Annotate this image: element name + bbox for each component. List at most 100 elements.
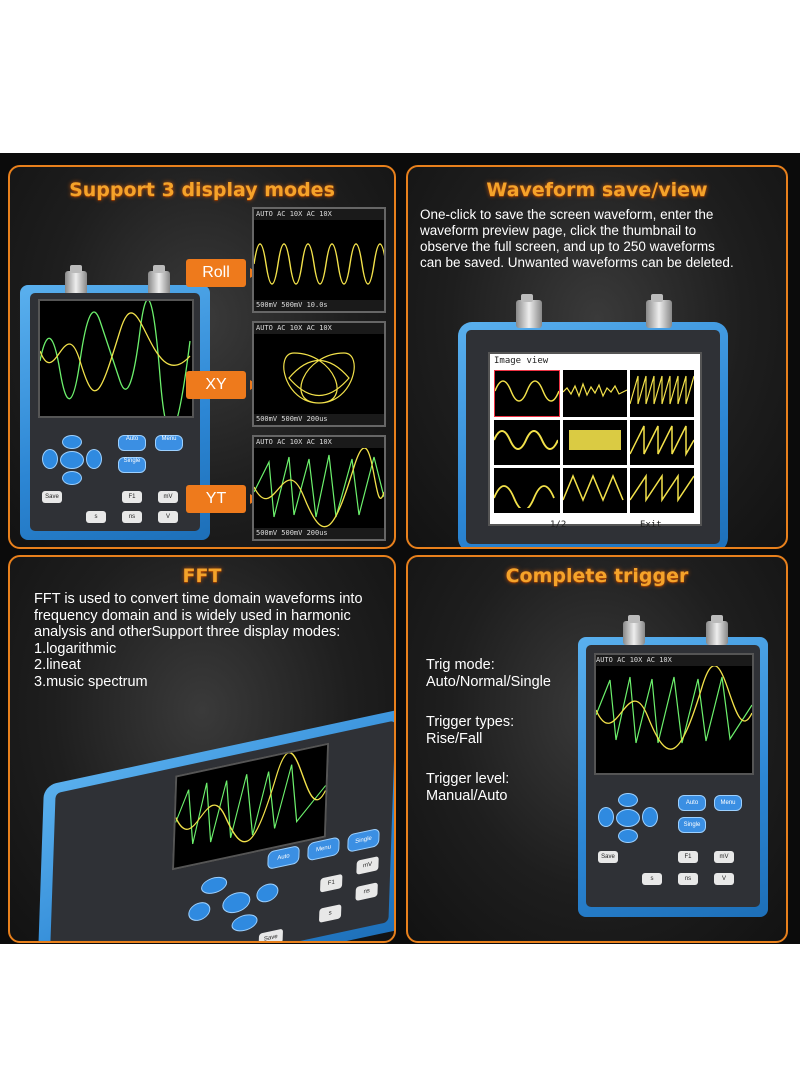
display-modes-panel: Support 3 display modes Auto Menu bbox=[8, 165, 396, 549]
fft-title: FFT bbox=[182, 565, 222, 587]
ns-key[interactable]: ns bbox=[122, 511, 142, 523]
nav-up-button[interactable] bbox=[62, 435, 82, 449]
trig-level-label: Trigger level: bbox=[426, 771, 510, 787]
ns-key[interactable]: ns bbox=[355, 882, 378, 902]
waveform-thumbnail-grid bbox=[493, 370, 695, 513]
s-key[interactable]: s bbox=[318, 904, 342, 923]
device-face: AUTO AC 10X AC 10X Auto Menu Single Save… bbox=[586, 645, 760, 907]
bnc-connector-icon bbox=[706, 615, 728, 645]
ok-button[interactable] bbox=[616, 809, 640, 827]
scope-top-bar: AUTO AC 10X AC 10X bbox=[254, 437, 384, 448]
bnc-connector-icon bbox=[646, 294, 672, 328]
exit-label[interactable]: Exit bbox=[640, 520, 662, 530]
oscilloscope-device: AUTO AC 10X AC 10X Auto Menu Single Save… bbox=[578, 615, 768, 917]
save-key[interactable]: Save bbox=[258, 928, 284, 941]
ok-button[interactable] bbox=[60, 451, 84, 469]
yt-mode-screen: AUTO AC 10X AC 10X 500mV 500mV 200us bbox=[252, 435, 386, 541]
xy-lissajous bbox=[283, 352, 355, 404]
waveform-thumbnail[interactable] bbox=[494, 370, 560, 417]
nav-right-button[interactable] bbox=[256, 881, 279, 905]
single-key[interactable]: Single bbox=[678, 817, 706, 833]
save-key[interactable]: Save bbox=[598, 851, 618, 863]
auto-key[interactable]: Auto bbox=[118, 435, 146, 451]
nav-left-button[interactable] bbox=[42, 449, 58, 469]
trigger-title: Complete trigger bbox=[505, 565, 689, 587]
bnc-connector-icon bbox=[516, 294, 542, 328]
trig-level-value: Manual/Auto bbox=[426, 787, 508, 804]
v-key[interactable]: V bbox=[714, 873, 734, 885]
device-screen bbox=[38, 299, 194, 432]
save-key[interactable]: Save bbox=[42, 491, 62, 503]
scope-top-bar: AUTO AC 10X AC 10X bbox=[596, 655, 752, 666]
nav-right-button[interactable] bbox=[86, 449, 102, 469]
fft-text: FFT is used to convert time domain wavef… bbox=[34, 591, 363, 690]
image-view-screen: Image view 1/2 Exit bbox=[488, 352, 702, 530]
nav-left-button[interactable] bbox=[598, 807, 614, 827]
scope-top-bar: AUTO AC 10X AC 10X bbox=[254, 323, 384, 334]
waveform-thumbnail[interactable] bbox=[629, 468, 695, 513]
nav-up-button[interactable] bbox=[200, 874, 228, 897]
bnc-connector-icon bbox=[148, 265, 170, 295]
waveform-thumbnail[interactable] bbox=[493, 468, 560, 513]
menu-key[interactable]: Menu bbox=[714, 795, 742, 811]
product-collage: Support 3 display modes Auto Menu bbox=[0, 153, 800, 944]
mv-key[interactable]: mV bbox=[356, 856, 379, 875]
waveform-save-title: Waveform save/view bbox=[486, 179, 708, 201]
f1-key[interactable]: F1 bbox=[319, 873, 343, 893]
oscilloscope-device: Image view 1/2 Exit bbox=[458, 294, 728, 547]
scope-bottom-bar: 500mV 500mV 200us bbox=[254, 414, 384, 425]
bnc-connector-icon bbox=[65, 265, 87, 295]
yt-waveform bbox=[254, 447, 384, 528]
yt-mode-badge: YT bbox=[186, 485, 258, 513]
waveform-save-panel: Waveform save/view One-click to save the… bbox=[406, 165, 788, 549]
waveform-thumbnail[interactable] bbox=[629, 420, 695, 465]
xy-mode-badge: XY bbox=[186, 371, 258, 399]
nav-up-button[interactable] bbox=[618, 793, 638, 807]
nav-right-button[interactable] bbox=[642, 807, 658, 827]
nav-down-button[interactable] bbox=[231, 912, 258, 934]
trigger-panel: Complete trigger Trig mode: Auto/Normal/… bbox=[406, 555, 788, 943]
waveform-thumbnail[interactable] bbox=[629, 370, 695, 417]
oscilloscope-device: Auto Menu Single Save F1 mV s ns V bbox=[20, 265, 210, 540]
ns-key[interactable]: ns bbox=[678, 873, 698, 885]
auto-key[interactable]: Auto bbox=[678, 795, 706, 811]
display-modes-title: Support 3 display modes bbox=[69, 179, 335, 201]
image-view-title: Image view bbox=[494, 356, 549, 366]
ok-button[interactable] bbox=[221, 889, 251, 916]
single-key[interactable]: Single bbox=[347, 827, 380, 853]
trig-mode-value: Auto/Normal/Single bbox=[426, 673, 551, 690]
waveform-thumbnail[interactable] bbox=[562, 370, 628, 417]
device-face: Auto Menu Single Save F1 mV s ns V bbox=[30, 293, 200, 531]
mv-key[interactable]: mV bbox=[714, 851, 734, 863]
roll-mode-badge: Roll bbox=[186, 259, 258, 287]
nav-down-button[interactable] bbox=[62, 471, 82, 485]
f1-key[interactable]: F1 bbox=[122, 491, 142, 503]
s-key[interactable]: s bbox=[642, 873, 662, 885]
device-screen: AUTO AC 10X AC 10X bbox=[594, 653, 754, 775]
waveform-thumbnail[interactable] bbox=[563, 420, 627, 465]
s-key[interactable]: s bbox=[86, 511, 106, 523]
trigger-details: Trig mode: Auto/Normal/Single Trigger ty… bbox=[426, 657, 596, 804]
menu-key[interactable]: Menu bbox=[155, 435, 183, 451]
waveform-thumbnail[interactable] bbox=[493, 420, 560, 465]
roll-waveform bbox=[254, 243, 384, 285]
nav-down-button[interactable] bbox=[618, 829, 638, 843]
scope-bottom-bar: 500mV 500mV 200us bbox=[254, 528, 384, 539]
mv-key[interactable]: mV bbox=[158, 491, 178, 503]
trig-type-label: Trigger types: bbox=[426, 714, 515, 730]
nav-left-button[interactable] bbox=[187, 900, 211, 923]
trig-type-value: Rise/Fall bbox=[426, 730, 483, 747]
roll-mode-screen: AUTO AC 10X AC 10X 500mV 500mV 10.0s bbox=[252, 207, 386, 313]
trig-mode-label: Trig mode: bbox=[426, 657, 495, 673]
v-key[interactable]: V bbox=[158, 511, 178, 523]
single-key[interactable]: Single bbox=[118, 457, 146, 473]
device-face: Auto Menu Single F1 mV ns s Save bbox=[48, 720, 394, 941]
device-face: Image view 1/2 Exit bbox=[466, 330, 720, 544]
scope-top-bar: AUTO AC 10X AC 10X bbox=[254, 209, 384, 220]
fft-waveform bbox=[175, 752, 327, 845]
waveform-thumbnail[interactable] bbox=[562, 468, 627, 513]
oscilloscope-device-angled: Auto Menu Single F1 mV ns s Save bbox=[36, 706, 394, 941]
f1-key[interactable]: F1 bbox=[678, 851, 698, 863]
device-screen bbox=[171, 742, 330, 871]
waveform-save-text: One-click to save the screen waveform, e… bbox=[420, 207, 734, 270]
